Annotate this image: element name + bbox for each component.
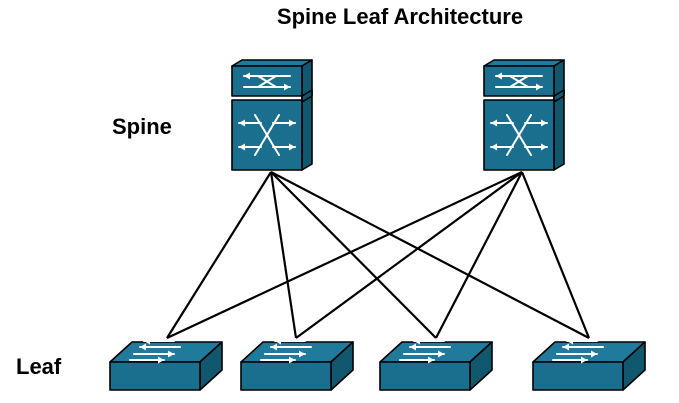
link-spine-2-leaf-4: [520, 171, 591, 339]
link-spine-2-leaf-3: [435, 171, 523, 339]
workgroup-switch-icon: [399, 337, 451, 364]
link-spine-2-leaf-2: [295, 171, 523, 339]
leaf-switch: [532, 337, 646, 391]
leaf-switch: [109, 337, 223, 391]
leaf-tier-label: Leaf: [16, 354, 62, 379]
link-spine-1-leaf-1: [166, 171, 272, 339]
spine-tier-label: Spine: [112, 114, 172, 139]
spine-switch: [231, 59, 313, 171]
spine-switch: [483, 59, 565, 171]
links-layer: [166, 171, 591, 339]
multilayer-switch-icon: [490, 72, 548, 156]
link-spine-1-leaf-3: [270, 171, 437, 339]
diagram-title: Spine Leaf Architecture: [277, 4, 523, 29]
multilayer-switch-icon: [238, 72, 296, 156]
link-spine-1-leaf-4: [270, 171, 590, 339]
workgroup-switch-icon: [260, 337, 312, 364]
workgroup-switch-icon: [129, 337, 181, 364]
link-spine-2-leaf-1: [166, 171, 523, 339]
link-spine-1-leaf-2: [269, 171, 298, 339]
leaf-switch: [379, 337, 493, 391]
workgroup-switch-icon: [552, 337, 604, 364]
nodes-layer: [109, 59, 646, 391]
leaf-switch: [240, 337, 354, 391]
